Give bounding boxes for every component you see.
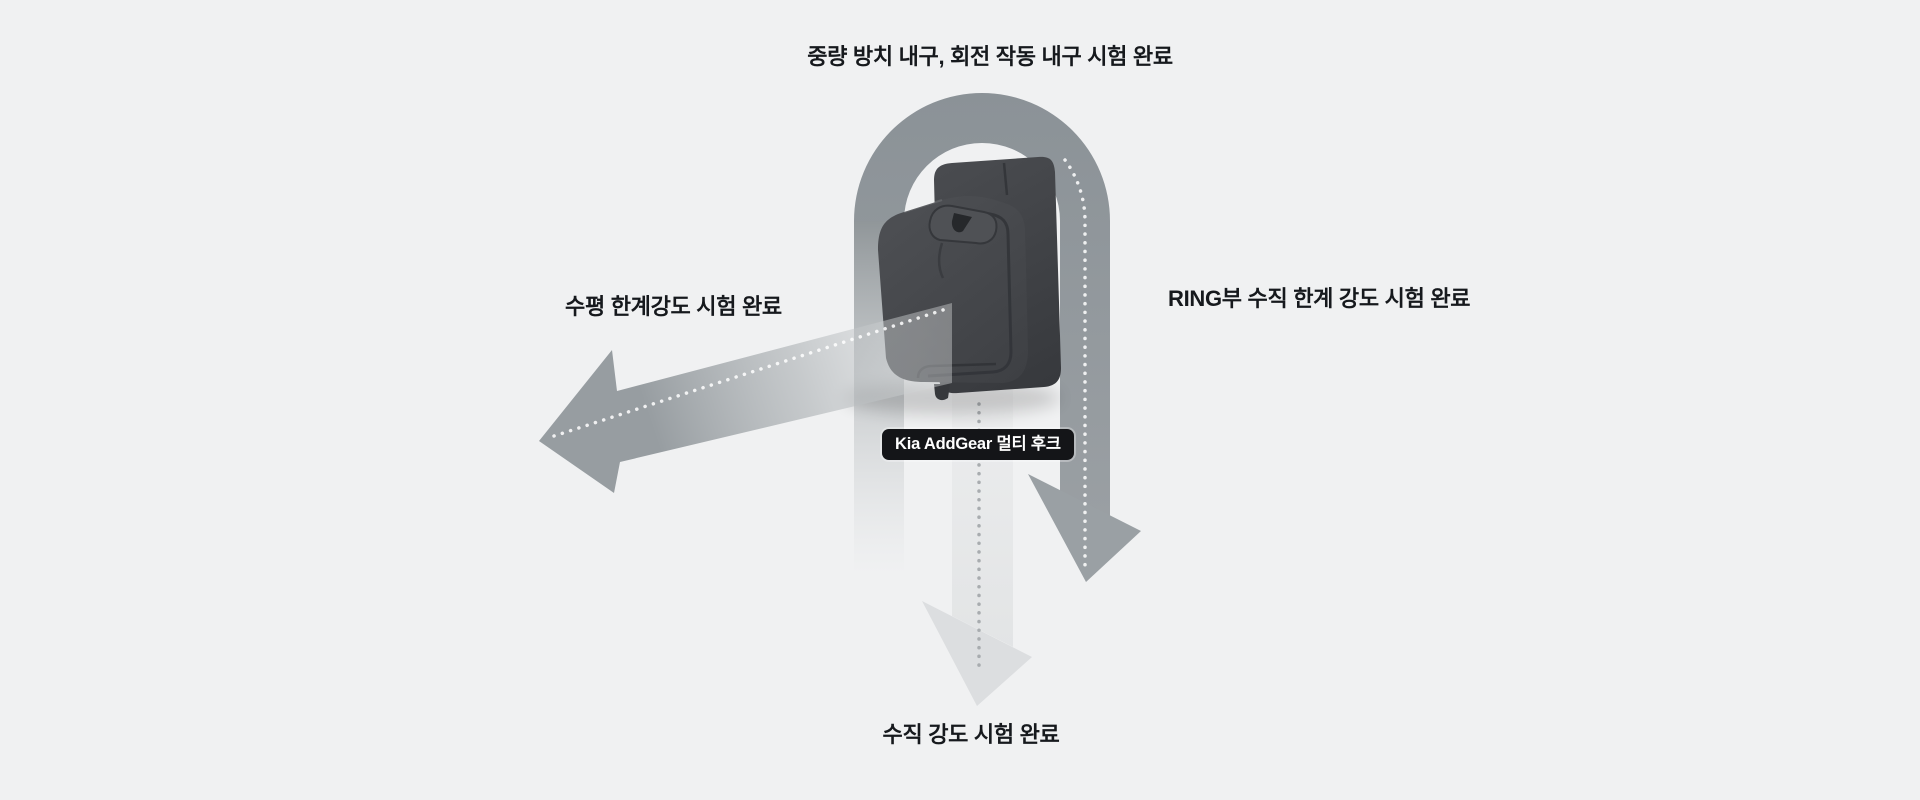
hook-groove: [937, 242, 945, 279]
product-door-groove: [927, 206, 1013, 378]
arc-right-limb: [1060, 221, 1110, 517]
dotted-guide-line-horizontal: [552, 307, 948, 438]
label-vertical-strength: 수직 강도 시험 완료: [882, 722, 1060, 747]
vertical-arrowhead: [922, 601, 1032, 706]
hook-hole: [951, 213, 972, 233]
top-edge-highlight: [903, 199, 943, 213]
bottom-latch-nub: [934, 384, 950, 401]
arc-top: [854, 93, 1110, 221]
label-horizontal-strength: 수평 한계강도 시험 완료: [565, 294, 782, 319]
label-ring-vertical-strength: RING부 수직 한계 강도 시험 완료: [1168, 286, 1471, 311]
product-badge: Kia AddGear 멀티 후크: [882, 429, 1074, 460]
back-plate-seam: [1002, 162, 1009, 196]
ring-vertical-arrowhead: [1028, 474, 1141, 582]
horizontal-strength-arrow: [539, 303, 952, 493]
label-rotation-durability: 중량 방치 내구, 회전 작동 내구 시험 완료: [807, 44, 1173, 69]
horizontal-arrow-shape: [539, 303, 952, 493]
